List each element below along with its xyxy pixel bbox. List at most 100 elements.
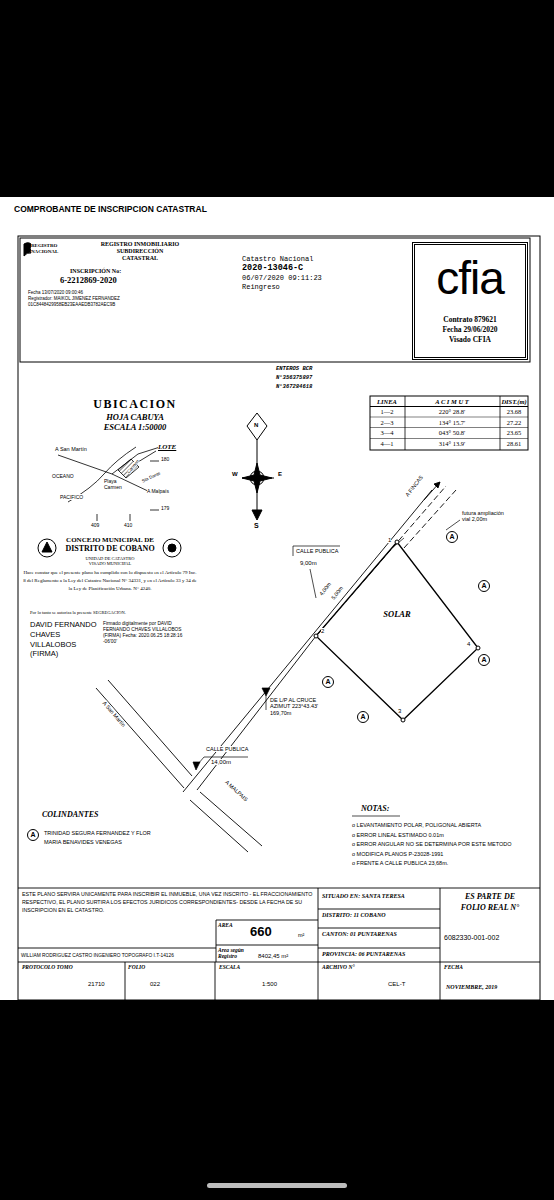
plan-label: CEL-T — [388, 981, 405, 988]
label-text: Playa Carmen — [104, 478, 122, 490]
plan-label: Por lo tanto se autoriza la presente SEG… — [30, 610, 150, 615]
title-block — [215, 962, 216, 1000]
plan-label: VISADO MUNICIPAL — [89, 561, 132, 566]
vertex-mark — [476, 646, 480, 650]
label-text: WILLIAM RODRIGUEZ CASTRO INGENIERO TOPOG… — [21, 953, 174, 958]
label-text: INSCRIPCIÓN No: — [70, 268, 121, 274]
plan-label: E — [278, 471, 282, 478]
road-lines — [190, 800, 248, 852]
label-text: Reingreso — [242, 283, 280, 291]
plan-label: m² — [298, 932, 304, 938]
municipal-seal — [42, 542, 52, 552]
label-text: 9,00m — [300, 560, 317, 566]
neighbor-marker: A — [27, 829, 39, 841]
label-text: REGISTRO NACIONAL — [31, 243, 58, 254]
municipal-seal — [38, 539, 56, 557]
neighbor-marker: A — [357, 711, 369, 723]
title-block — [125, 962, 126, 1000]
neighbor-marker: A — [478, 580, 490, 592]
plan-label: ESTE PLANO SERVIRA UNICAMENTE PARA INSCR… — [22, 891, 316, 915]
plan-label: 1 — [388, 537, 391, 544]
label-text: DISTRITO DE COBANO — [65, 544, 154, 553]
label-text: VISADO MUNICIPAL — [89, 561, 132, 566]
label-text: futura ampliación vial 2,00m — [462, 510, 504, 522]
label-text: ARCHIVO N° — [322, 964, 355, 970]
plan-label: FOLIO — [128, 964, 145, 970]
title-block — [18, 948, 216, 949]
node-text: A — [30, 830, 35, 839]
plan-label: Fecha 13/07/2020 09:00:46 — [28, 290, 83, 295]
plan-label: 2 — [321, 628, 324, 635]
north-arrow — [247, 413, 267, 440]
leader-lines — [262, 688, 270, 696]
label-text: A C I M U T — [435, 398, 468, 405]
leader-lines — [193, 762, 200, 770]
label-text: A San Martín — [55, 446, 87, 452]
plan-label: o FRENTE A CALLE PUBLICA 23,68m. — [352, 860, 448, 866]
plan-label: AREA — [218, 922, 233, 928]
vertex-mark — [395, 540, 399, 544]
plan-label: Reingreso — [242, 283, 280, 291]
label-text: 6-2212869-2020 — [60, 275, 117, 285]
plan-label: A C I M U T — [435, 398, 468, 405]
label-text: 134° 15.7' — [439, 419, 466, 426]
plan-label: WILLIAM RODRIGUEZ CASTRO INGENIERO TOPOG… — [21, 953, 174, 959]
label-text: 660 — [250, 924, 272, 939]
title-block — [216, 945, 318, 946]
plan-label: 660 — [250, 925, 272, 940]
lot-outline — [316, 542, 478, 720]
plan-label: CANTON: 01 PUNTARENAS — [322, 931, 397, 938]
plan-label: Playa Carmen — [104, 479, 126, 491]
location-map — [97, 514, 98, 521]
node-text: A — [360, 712, 365, 721]
plan-label: 409 — [91, 523, 99, 529]
plan-label: W — [232, 471, 238, 478]
azimuth-table — [370, 417, 528, 418]
label-text: 2—3 — [381, 419, 394, 426]
label-text: ESCALA 1:50000 — [104, 422, 167, 432]
node-text: A — [449, 532, 454, 541]
plan-label: DAVID FERNANDO CHAVES VILLALOBOS (FIRMA) — [30, 620, 98, 659]
label-text: TRINIDAD SEGURA FERNANDEZ Y FLOR MARIA B… — [44, 830, 151, 845]
page-ground — [0, 197, 554, 1000]
plan-label: ARCHIVO N° — [322, 964, 355, 970]
plan-label: DIST.(m) — [501, 398, 526, 405]
label-text: 06/07/2020 09:11:23 — [242, 274, 322, 282]
node-text: Visado CFIA — [449, 335, 491, 345]
page-ground — [0, 1000, 554, 1200]
title-text: COMPROBANTE DE INSCRIPCION CATASTRAL — [14, 204, 207, 214]
plan-label: 4 — [467, 641, 470, 648]
label-text: N°356375897 — [276, 374, 312, 381]
municipal-seal — [168, 544, 176, 552]
label-text: 2 — [321, 628, 324, 634]
label-text: CALLE PUBLICA — [206, 746, 249, 752]
label-text: Area según Registro — [218, 947, 244, 959]
label-text: PROVINCIA: 06 PUNTARENAS — [322, 951, 405, 957]
plan-label: CALLE PUBLICA — [206, 746, 249, 752]
label-text: o ERROR LINEAL ESTIMADO 0.01m — [352, 832, 444, 838]
plan-label: o ERROR ANGULAR NO SE DETERMINA POR ESTE… — [352, 841, 511, 847]
label-text: E — [278, 471, 282, 477]
plan-label: ENTEROS BCR — [276, 366, 312, 372]
road-lines — [434, 482, 440, 488]
label-text: 14,00m — [211, 759, 231, 765]
azimuth-table — [370, 406, 528, 407]
label-text: LINEA — [377, 398, 397, 405]
plan-label: o LEVANTAMIENTO POLAR, POLIGONAL ABIERTA — [352, 822, 481, 828]
road-lines — [197, 636, 316, 790]
title-block — [18, 962, 540, 963]
label-text: OCEANO — [52, 473, 74, 479]
label-text: S — [254, 522, 259, 529]
vertex-mark — [314, 634, 318, 638]
label-text: 8402,45 m² — [258, 953, 288, 959]
node-text: A — [325, 677, 330, 686]
plan-label: DISTRITO DE COBANO — [65, 544, 154, 553]
location-map — [150, 461, 159, 462]
cfia-stamp-box: cfiaContrato 879621Fecha 29/06/2020Visad… — [412, 242, 528, 360]
plan-label: 23.68 — [507, 408, 522, 415]
label-text: 21710 — [88, 981, 105, 987]
plan-label: 1—2 — [381, 408, 394, 415]
plan-label: 8402,45 m² — [258, 953, 288, 960]
azimuth-table — [500, 396, 501, 450]
